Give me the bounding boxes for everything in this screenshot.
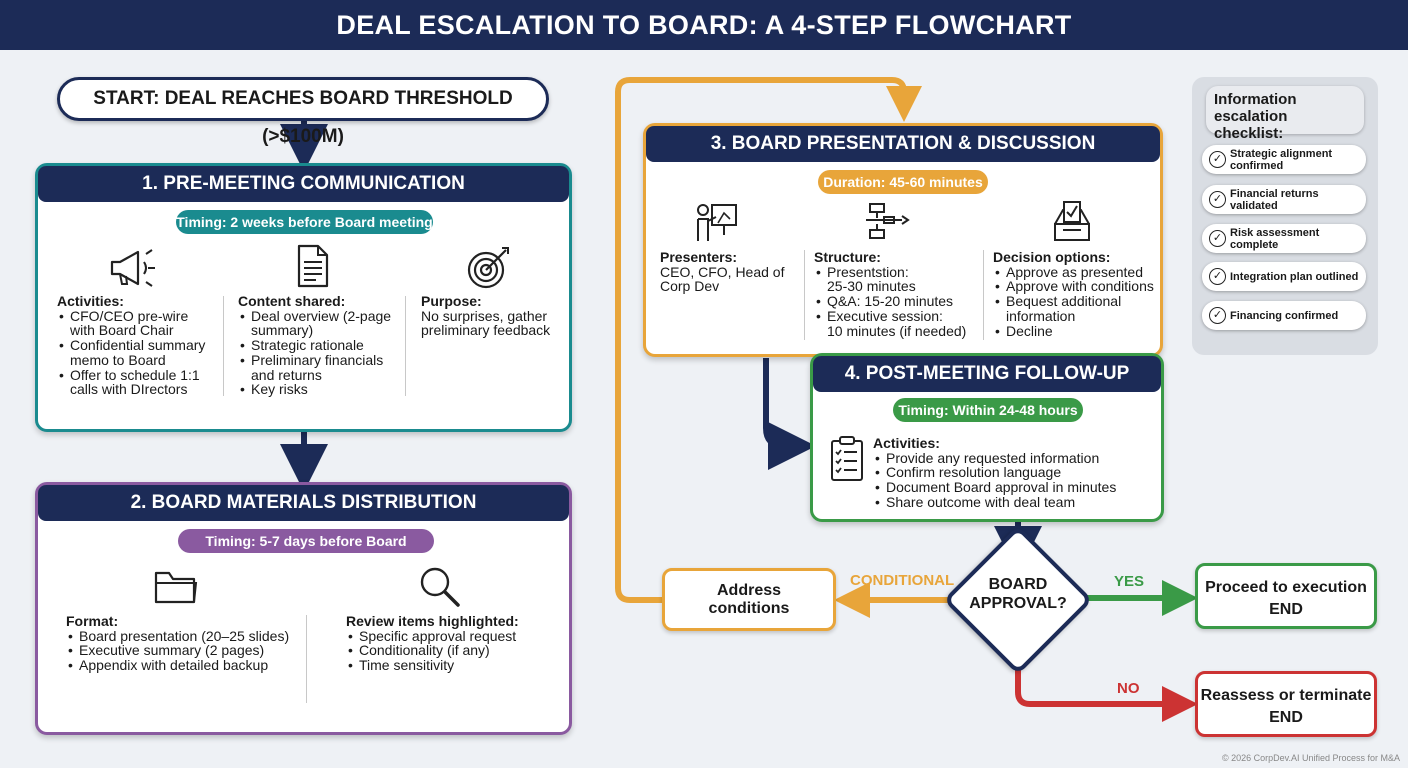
step2-review-items: Review items highlighted: Specific appro… [346,614,566,673]
list-item: with Board Chair [70,322,174,339]
target-icon [467,247,509,289]
megaphone-icon [110,249,155,287]
arrow-step3-to-step4 [763,358,816,470]
list-item: Approve with conditions [993,279,1163,294]
list-item: summary) [251,322,314,339]
list-item: Confidential summary [57,338,227,353]
ballot-icon [1054,201,1090,241]
copyright-footer: © 2026 CorpDev.AI Unified Process for M&… [1221,753,1400,763]
checklist-item: ✓ Integration plan outlined [1202,262,1366,291]
list-item: Decline [993,323,1163,339]
magnifier-icon [420,567,460,607]
list-item: 10 minutes (if needed) [827,322,967,339]
list-item: Strategic rationale [238,338,403,353]
step1-content-shared: Content shared: Deal overview (2-page su… [238,294,403,397]
step1-purpose: Purpose: No surprises, gather preliminar… [421,293,551,339]
list-item: Preliminary financials [238,353,403,368]
list-item: Key risks [238,382,403,397]
presenter-icon [697,204,737,241]
decision-label: BOARD APPROVAL? [969,576,1067,612]
reassess-node: Reassess or terminate END [1195,671,1377,737]
step4-title: 4. POST-MEETING FOLLOW-UP [813,356,1161,392]
step1-activities: Activities: CFO/CEO pre-wire with Board … [57,294,227,397]
step4-timing: Timing: Within 24-48 hours [893,398,1083,422]
list-item: Approve as presented [993,264,1163,280]
list-item: Appendix with detailed backup [66,658,306,673]
clipboard-icon [831,436,863,481]
list-item: Executive session: [814,309,982,324]
divider [223,296,224,396]
list-item: Bequest additional [993,294,1163,309]
list-item: Board presentation (20–25 slides) [66,628,306,644]
divider [804,250,805,340]
check-circle-icon: ✓ [1209,191,1226,208]
step3-card: 3. BOARD PRESENTATION & DISCUSSION Durat… [643,123,1163,357]
list-item: 25-30 minutes [827,278,916,295]
list-item: Q&A: 15-20 minutes [814,294,982,309]
arrow-no [1015,660,1198,722]
address-conditions-node: Address conditions [662,568,836,631]
step2-format: Format: Board presentation (20–25 slides… [66,614,306,673]
check-circle-icon: ✓ [1209,230,1226,247]
step3-decision-options: Decision options: Approve as presented A… [993,250,1163,338]
list-item: information [1006,307,1076,324]
list-item: Share outcome with deal team [873,495,1158,510]
step1-card: 1. PRE-MEETING COMMUNICATION Timing: 2 w… [35,163,572,432]
list-item: Executive summary (2 pages) [66,643,306,658]
list-item: Deal overview (2-page [238,308,403,324]
list-item: Conditionality (if any) [346,643,566,658]
no-label: NO [1117,680,1140,697]
divider [306,615,307,703]
step3-title: 3. BOARD PRESENTATION & DISCUSSION [646,126,1160,162]
list-item: memo to Board [70,351,166,368]
step2-card: 2. BOARD MATERIALS DISTRIBUTION Timing: … [35,482,572,735]
document-icon [297,244,329,288]
list-item: Offer to schedule 1:1 [57,367,227,383]
checklist-title: Information escalation checklist: [1206,86,1364,142]
yes-label: YES [1114,573,1145,590]
flow-icon [866,203,910,239]
step2-timing: Timing: 5-7 days before Board meeting [178,529,434,573]
step4-card: 4. POST-MEETING FOLLOW-UP Timing: Within… [810,353,1164,522]
check-circle-icon: ✓ [1209,307,1226,324]
step4-activities: Activities: Provide any requested inform… [873,436,1158,510]
escalation-checklist: Information escalation checklist: ✓ Stra… [1192,77,1378,355]
step1-timing: Timing: 2 weeks before Board meeting [176,210,433,234]
divider [983,250,984,340]
divider [405,296,406,396]
check-circle-icon: ✓ [1209,151,1226,168]
list-item: Provide any requested information [873,450,1158,466]
step1-title: 1. PRE-MEETING COMMUNICATION [38,166,569,202]
list-item: Presentstion: [814,264,982,280]
list-item: Specific approval request [346,628,566,644]
list-item: CFO/CEO pre-wire [57,308,227,324]
start-node: START: DEAL REACHES BOARD THRESHOLD (>$1… [57,77,549,147]
list-item: calls with DIrectors [70,381,188,398]
checklist-item: ✓ Financing confirmed [1202,301,1366,330]
checklist-item: ✓ Financial returns validated [1202,185,1366,214]
step3-presenters: Presenters: CEO, CFO, Head of Corp Dev [660,249,785,295]
list-item: and returns [251,366,322,383]
check-circle-icon: ✓ [1209,268,1226,285]
arrow-loop-to-step3 [615,77,922,603]
step2-title: 2. BOARD MATERIALS DISTRIBUTION [38,485,569,521]
list-item: Document Board approval in minutes [873,480,1158,495]
checklist-item: ✓ Risk assessment complete [1202,224,1366,253]
list-item: Confirm resolution language [873,465,1158,480]
step3-timing: Duration: 45-60 minutes [818,170,988,194]
page-title: DEAL ESCALATION TO BOARD: A 4-STEP FLOWC… [0,0,1408,50]
step3-structure: Structure: Presentstion: 25-30 minutes Q… [814,250,982,338]
list-item: Time sensitivity [346,658,566,673]
folder-icon [154,571,198,604]
conditional-label: CONDITIONAL [850,572,955,589]
proceed-node: Proceed to execution END [1195,563,1377,629]
